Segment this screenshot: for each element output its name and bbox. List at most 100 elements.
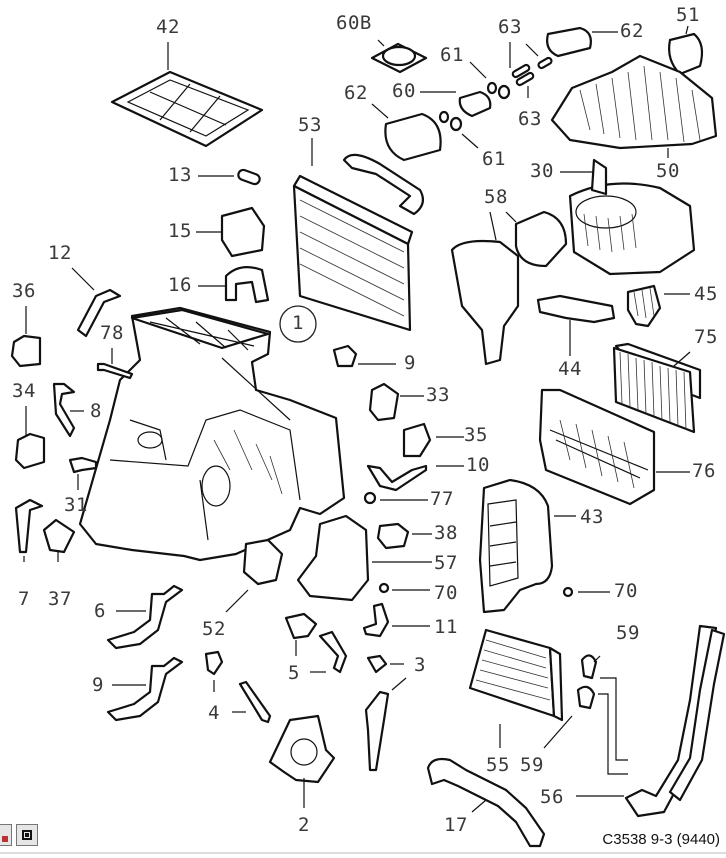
callout-63: 63: [518, 108, 542, 130]
part-10-linkage: [366, 464, 464, 492]
part-9-actuator-top: [332, 344, 396, 368]
callout-17: 17: [444, 814, 468, 836]
part-13-clip: [198, 168, 261, 186]
part-17-hose: [426, 757, 546, 848]
part-60B-gasket: [370, 39, 428, 74]
diagram-caption: C3538 9-3 (9440): [602, 831, 720, 848]
callout-33: 33: [426, 384, 450, 406]
callout-30: 30: [530, 160, 554, 182]
part-59-clips: [543, 654, 628, 775]
callout-12: 12: [48, 242, 72, 264]
callout-53: 53: [298, 114, 322, 136]
callout-9: 9: [92, 674, 104, 696]
callout-59: 59: [520, 754, 544, 776]
bottom-border: [0, 852, 726, 854]
part-5-actuator: [284, 612, 348, 674]
part-3-lever: [364, 654, 407, 772]
part-7-lever: [14, 498, 44, 562]
callout-6: 6: [94, 600, 106, 622]
part-62-duct: [546, 26, 618, 58]
part-2-blend-motor: [268, 714, 336, 808]
callout-11: 11: [434, 616, 458, 638]
callout-9: 9: [404, 352, 416, 374]
part-52-motor: [225, 538, 284, 613]
part-50-blower-housing: [550, 54, 718, 158]
part-6-lever: [106, 584, 184, 650]
callout-50: 50: [656, 160, 680, 182]
callout-42: 42: [156, 16, 180, 38]
part-16-duct-piece: [198, 265, 270, 304]
callout-36: 36: [12, 280, 36, 302]
part-37-actuator: [42, 518, 76, 562]
part-42-filter-frame: [110, 42, 264, 148]
part-30-blower-motor: [560, 158, 696, 276]
callout-5: 5: [288, 662, 300, 684]
callout-45: 45: [694, 283, 718, 305]
callout-16: 16: [168, 274, 192, 296]
part-55-heater-core: [468, 628, 564, 748]
part-70-nuts: [378, 582, 610, 598]
part-44-bracket: [536, 294, 616, 356]
part-53-evaporator: [292, 138, 425, 332]
callout-43: 43: [580, 506, 604, 528]
part-62-intake: [371, 103, 442, 162]
frame-button[interactable]: [16, 824, 38, 846]
part-36-actuator: [10, 306, 42, 368]
callout-34: 34: [12, 380, 36, 402]
callout-55: 55: [486, 754, 510, 776]
callout-75: 75: [694, 326, 718, 348]
part-77-screw: [363, 491, 428, 505]
part-15-sensor: [196, 206, 266, 258]
callout-60B: 60B: [336, 12, 372, 34]
part-11-lever: [362, 602, 430, 638]
edit-icon: [2, 836, 8, 842]
callout-56: 56: [540, 786, 564, 808]
part-61-seals: [438, 61, 511, 149]
callout-1: 1: [292, 312, 304, 334]
callout-15: 15: [168, 220, 192, 242]
part-78-screw: [96, 348, 134, 380]
callout-60: 60: [392, 80, 416, 102]
callout-61: 61: [482, 148, 506, 170]
callout-10: 10: [466, 454, 490, 476]
callout-57: 57: [434, 552, 458, 574]
edit-button[interactable]: [0, 824, 12, 846]
callout-2: 2: [298, 814, 310, 836]
part-1-callout-circle: [279, 305, 317, 343]
callout-31: 31: [64, 494, 88, 516]
callout-3: 3: [414, 654, 426, 676]
part-4-lever: [204, 650, 272, 724]
callout-51: 51: [676, 4, 700, 26]
part-9-lever-bottom: [106, 656, 184, 722]
part-34-actuator: [14, 406, 46, 470]
frame-icon: [22, 830, 32, 840]
callout-44: 44: [558, 358, 582, 380]
part-8-lever: [52, 382, 84, 438]
part-35-actuator: [402, 422, 464, 458]
callout-76: 76: [692, 460, 716, 482]
callout-70: 70: [434, 582, 458, 604]
part-12-lever: [71, 267, 122, 338]
part-31-fitting: [68, 456, 98, 490]
callout-7: 7: [18, 588, 30, 610]
callout-38: 38: [434, 522, 458, 544]
part-43-housing-cover: [478, 478, 576, 614]
callout-59: 59: [616, 622, 640, 644]
callout-35: 35: [464, 424, 488, 446]
callout-8: 8: [90, 400, 102, 422]
callout-70: 70: [614, 580, 638, 602]
callout-62: 62: [620, 20, 644, 42]
part-75-cabin-filter: [612, 342, 702, 434]
callout-13: 13: [168, 164, 192, 186]
callout-37: 37: [48, 588, 72, 610]
callout-61: 61: [440, 44, 464, 66]
part-51-actuator: [668, 25, 704, 76]
callout-4: 4: [208, 702, 220, 724]
callout-52: 52: [202, 618, 226, 640]
part-58-duct: [505, 210, 568, 268]
callout-63: 63: [498, 16, 522, 38]
callout-58: 58: [484, 186, 508, 208]
part-60-valve: [420, 90, 492, 118]
